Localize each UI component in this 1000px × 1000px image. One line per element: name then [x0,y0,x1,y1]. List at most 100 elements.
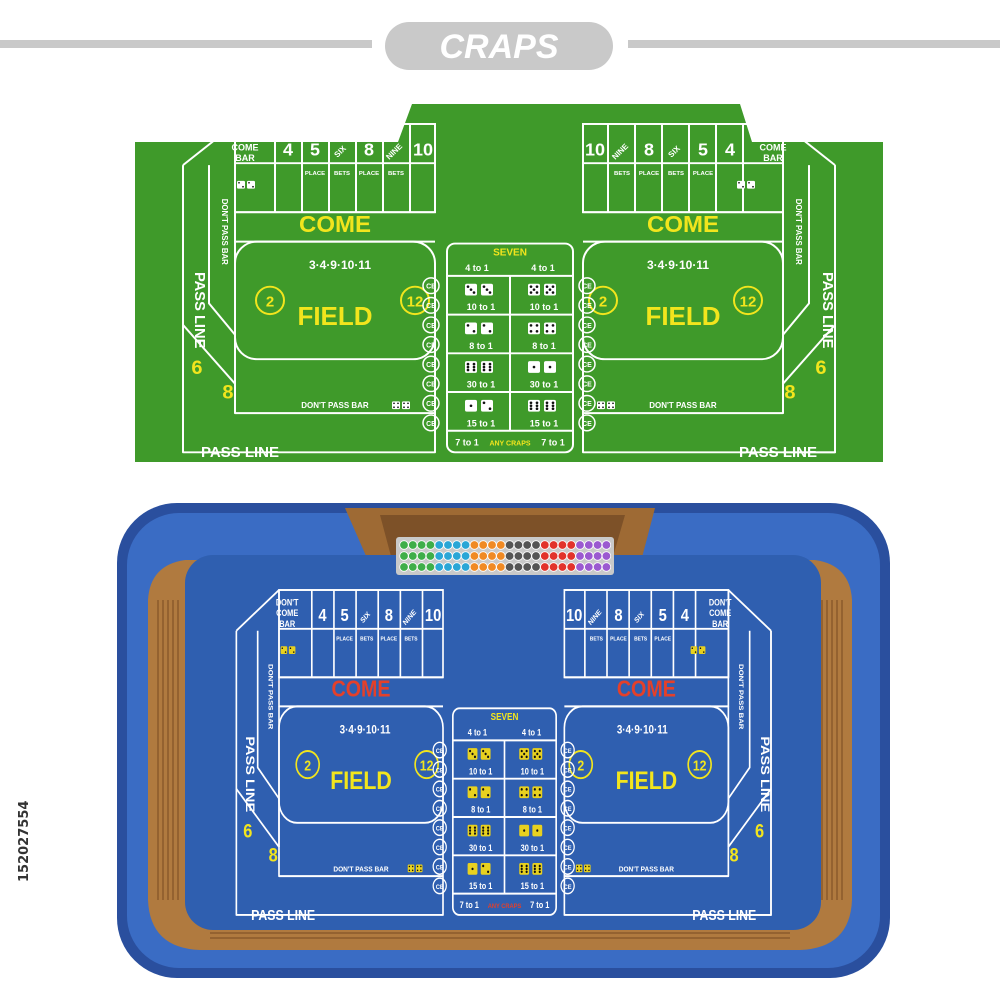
die-pip [472,329,476,333]
die-pip [473,829,477,832]
die-pip [699,647,702,650]
pass-line-label-bottom: PASS LINE [251,907,315,923]
field-label: FIELD [645,303,720,331]
dont-pass-bar-label: DON'T PASS BAR [649,401,717,410]
seven-odds: 4 to 1 [522,728,542,738]
place-number: 5 [659,606,667,625]
field-box [563,705,730,824]
prop-die [544,322,556,335]
die-pip [584,869,587,872]
prop-die [519,786,530,799]
chip [592,551,603,561]
die-pip [535,401,539,405]
any-craps-odds: 7 to 1 [530,901,550,911]
ce-circle [422,355,440,373]
die-pip [482,401,486,405]
dont-come-die [288,646,296,655]
die-pip [520,867,523,871]
chip [399,562,409,572]
ce-circle [432,760,447,778]
die-pip [748,181,750,184]
place-number: 8 [364,140,374,160]
die-pip [532,288,536,291]
prop-die [528,322,540,335]
chip [540,551,550,561]
die-pip [602,406,604,409]
ce-circle [432,799,447,817]
prop-odds: 10 to 1 [467,302,496,312]
place-number: 4 [681,606,689,625]
field-two-ring [295,750,320,780]
ce-circle [578,355,596,373]
chip [443,540,453,550]
chip [443,551,453,561]
die-pip [488,362,492,366]
chip [487,540,497,550]
ce-label: CE [426,421,436,428]
chip [504,540,515,550]
chip [513,551,524,561]
ce-label: CE [582,303,592,310]
chip [425,562,436,572]
chip [522,551,532,561]
big-six-label: 6 [755,820,764,842]
die [544,322,556,335]
die-pip [471,867,474,871]
die-pip [533,870,536,874]
chip-tray [396,537,614,575]
die-pip [408,869,411,872]
die-pip [488,291,492,294]
dont-come-die [237,180,245,189]
dont-come-bar-label: BAR [279,619,295,629]
die-pip [403,402,405,405]
any-craps-label: ANY CRAPS [489,440,530,447]
place-bets-label: PLACE [654,636,671,642]
place-number: 5 [340,606,348,625]
chip [416,540,427,550]
chip [575,562,585,572]
die-pip [468,832,472,835]
ce-label: CE [564,883,572,891]
die-pip [488,329,492,333]
big-six-label: 6 [815,357,826,379]
die [597,401,605,410]
die-pip [411,865,414,868]
die-pip [482,832,485,835]
ce-circle [432,741,447,759]
come-label: COME [617,675,676,702]
ce-circle [578,375,596,393]
die-pip [576,865,579,868]
chip [557,562,568,572]
die [407,864,415,873]
die-pip [551,407,555,410]
die-pip [487,829,490,832]
die-pip [520,793,523,797]
chip [425,540,436,550]
prop-die [465,322,477,335]
big-six-eight-border [583,324,836,415]
ce-circle [432,780,447,798]
die-pip [548,288,552,291]
prop-odds: 15 to 1 [469,882,493,892]
dont-come-die [737,180,745,189]
come-label: COME [647,211,719,238]
prop-die [481,283,493,296]
prop-die [532,786,543,799]
die-pip [468,788,472,791]
big-eight-label: 8 [269,844,278,866]
chip [584,551,594,561]
ce-circle [578,277,596,295]
die-pip [416,865,419,868]
die-pip [535,404,539,408]
header-title: CRAPS [439,28,558,66]
place-bets-label: PLACE [610,636,627,642]
chip [408,540,418,550]
chip [469,562,480,572]
ce-label: CE [564,845,572,853]
die-pip [525,749,528,753]
die-pip [420,869,422,872]
prop-die [467,748,478,760]
dont-come-bar-label: COME [232,143,259,153]
outer-frame [235,589,280,632]
